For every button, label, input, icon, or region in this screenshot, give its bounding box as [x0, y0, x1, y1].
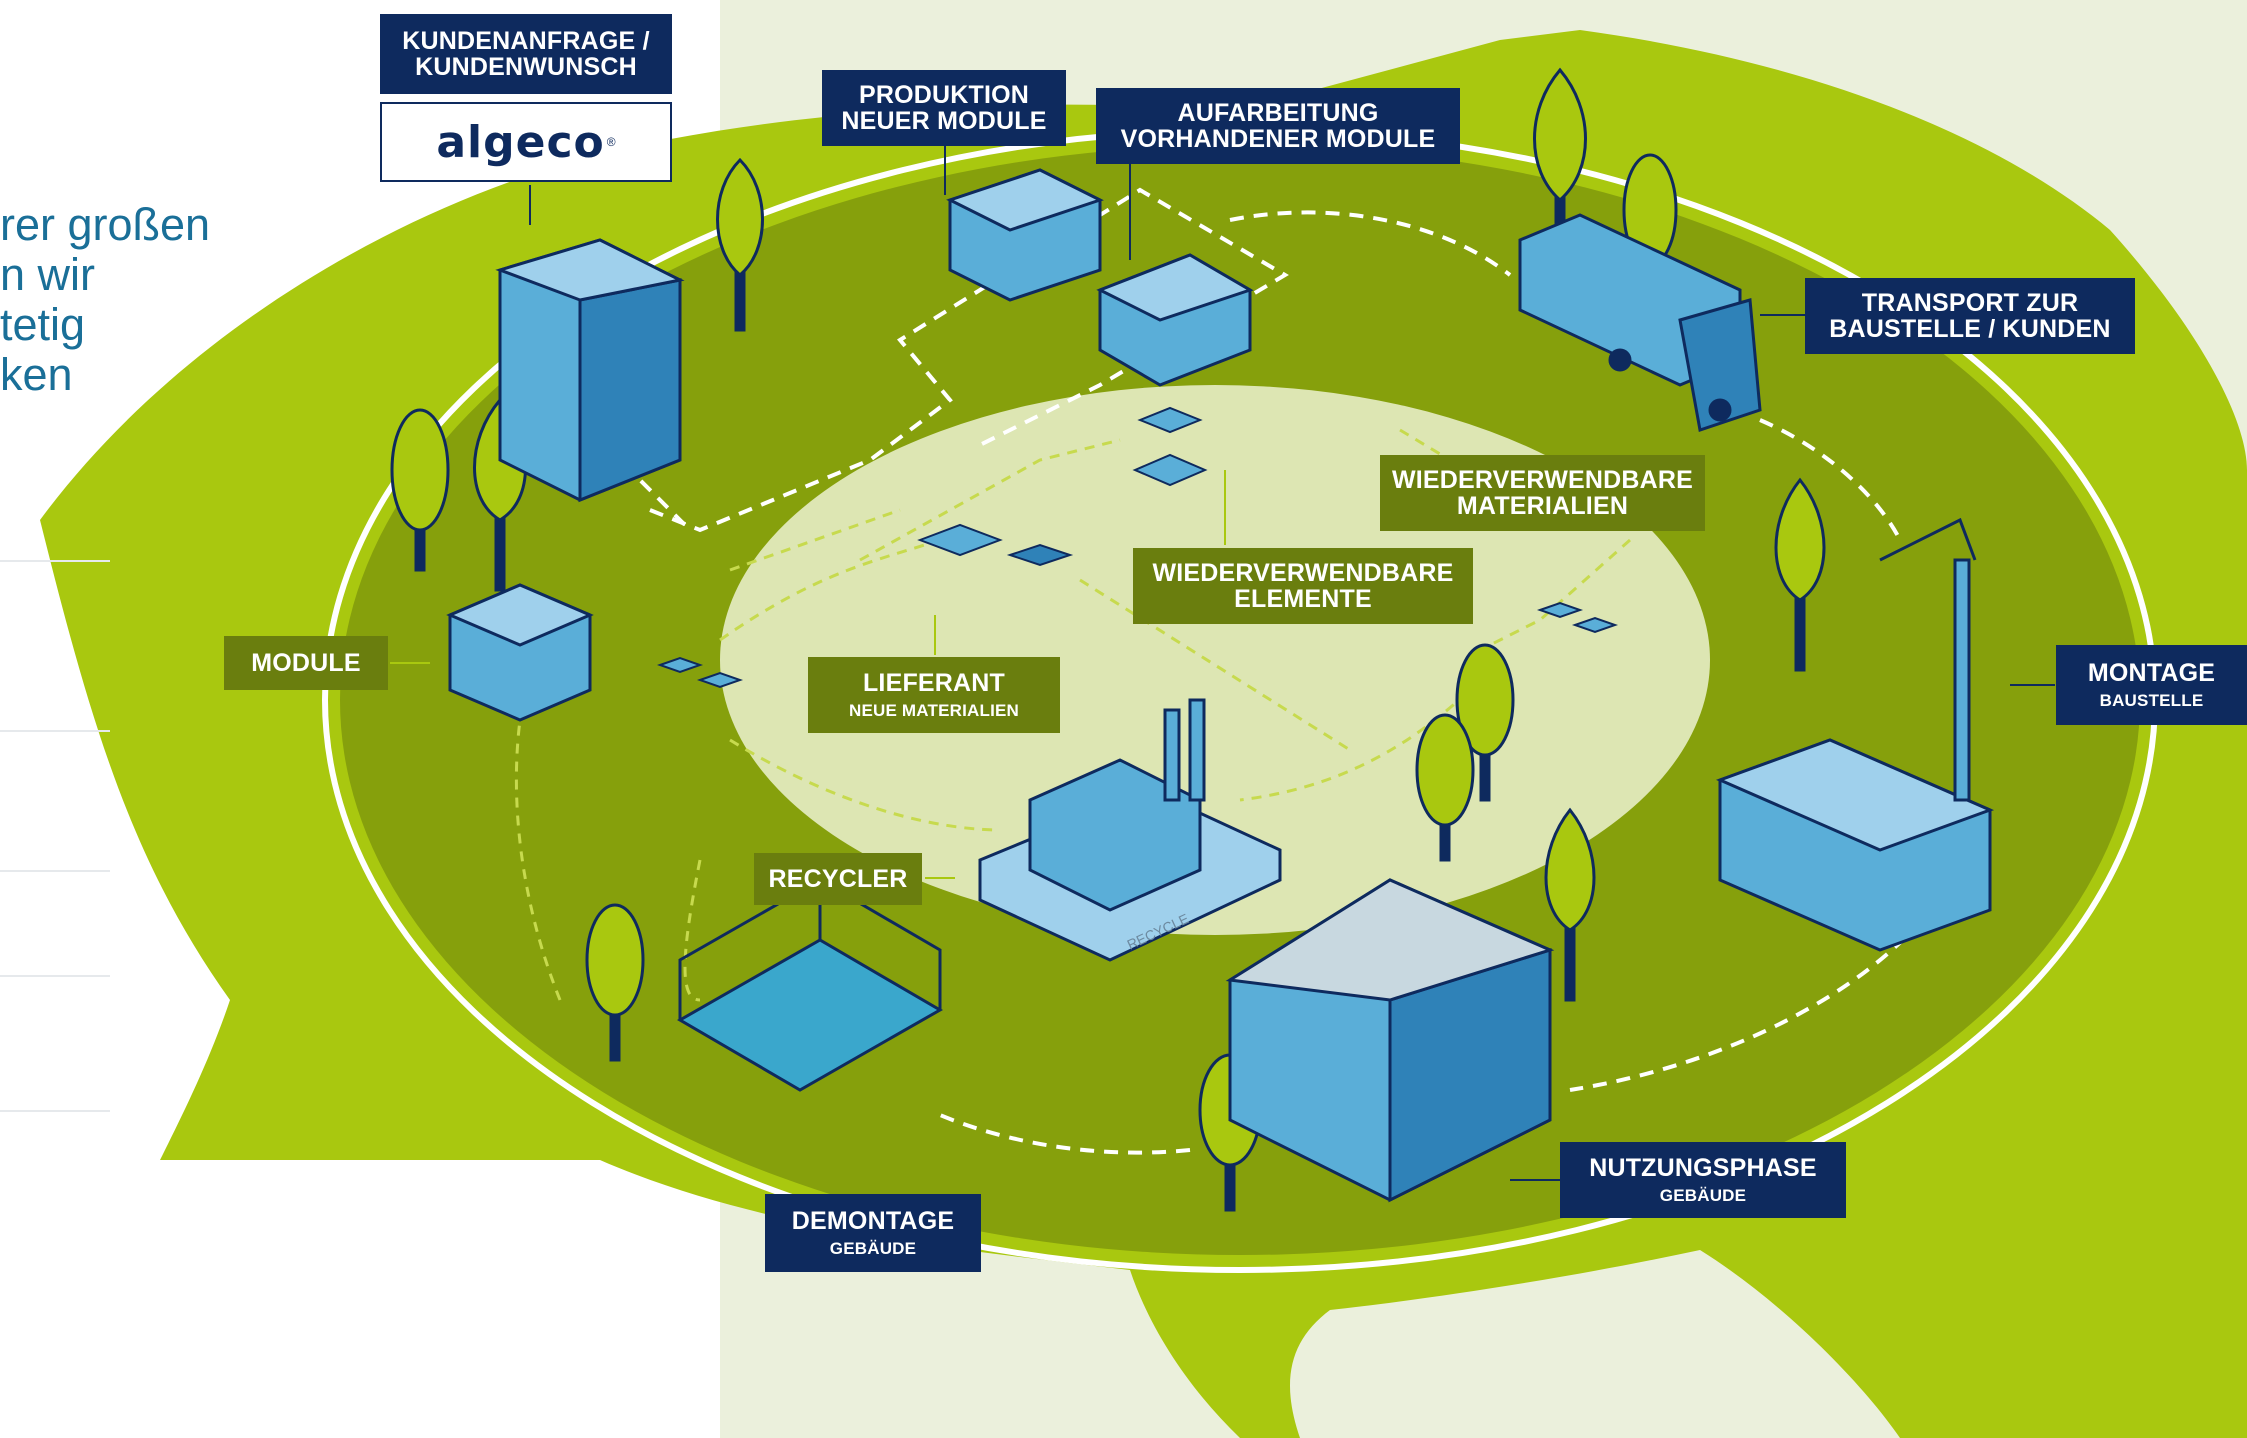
divider — [0, 870, 110, 872]
intro-line: tetig — [0, 299, 86, 350]
label-wv-materialien: WIEDERVERWENDBARE MATERIALIEN — [1380, 455, 1705, 531]
label-transport: TRANSPORT ZUR BAUSTELLE / KUNDEN — [1805, 278, 2135, 354]
label-aufarbeitung-title: AUFARBEITUNG VORHANDENER MODULE — [1120, 98, 1436, 153]
label-wv-elemente-title: WIEDERVERWENDBARE ELEMENTE — [1152, 558, 1454, 613]
label-recycler: RECYCLER — [754, 853, 922, 905]
trees — [390, 67, 1826, 1212]
label-nutzungsphase-subtitle: GEBÄUDE — [1659, 1185, 1747, 1205]
label-lieferant-subtitle: NEUE MATERIALIEN — [848, 700, 1020, 720]
label-recycler-title: RECYCLER — [768, 864, 908, 893]
label-wv-materialien-title: WIEDERVERWENDBARE MATERIALIEN — [1391, 465, 1694, 520]
material-packages — [656, 406, 1619, 689]
tree — [585, 903, 645, 1062]
label-module: MODULE — [224, 636, 388, 690]
tree — [716, 157, 764, 332]
intro-text: rer großen n wir tetig ken — [0, 200, 300, 400]
label-demontage-title: DEMONTAGE — [791, 1207, 955, 1236]
recycling-arrow-notch — [1290, 1250, 1900, 1438]
label-montage-subtitle: BAUSTELLE — [2099, 690, 2204, 710]
label-transport-title: TRANSPORT ZUR BAUSTELLE / KUNDEN — [1829, 288, 2111, 343]
module-truck — [446, 583, 594, 722]
recycling-plant — [978, 698, 1282, 962]
label-lieferant-title: LIEFERANT — [862, 669, 1006, 698]
label-nutzungsphase: NUTZUNGSPHASE GEBÄUDE — [1560, 1142, 1846, 1218]
label-montage: MONTAGE BAUSTELLE — [2056, 645, 2247, 725]
tree — [1774, 477, 1826, 672]
label-kundenanfrage-title: KUNDENANFRAGE / KUNDENWUNSCH — [402, 26, 650, 81]
intro-line: n wir — [0, 249, 96, 300]
label-demontage: DEMONTAGE GEBÄUDE — [765, 1194, 981, 1272]
divider — [0, 975, 110, 977]
intro-line: rer großen — [0, 199, 211, 250]
logo-registered-mark: ® — [606, 135, 616, 149]
label-lieferant: LIEFERANT NEUE MATERIALIEN — [808, 657, 1060, 733]
label-aufarbeitung: AUFARBEITUNG VORHANDENER MODULE — [1096, 88, 1460, 164]
new-module-container — [946, 168, 1104, 302]
label-kundenanfrage: KUNDENANFRAGE / KUNDENWUNSCH — [380, 14, 672, 94]
label-montage-title: MONTAGE — [2087, 659, 2216, 688]
refurbished-module-container — [1096, 253, 1254, 387]
construction-site — [1715, 517, 1995, 952]
logo-wordmark: algeco — [436, 116, 605, 168]
divider — [0, 560, 110, 562]
tree — [1415, 713, 1475, 862]
tree — [1455, 643, 1515, 802]
label-connectors — [529, 130, 2055, 1181]
label-nutzungsphase-title: NUTZUNGSPHASE — [1589, 1154, 1817, 1183]
label-demontage-subtitle: GEBÄUDE — [829, 1238, 917, 1258]
customer-building — [495, 238, 685, 503]
transport-truck — [1518, 213, 1762, 432]
tree — [390, 408, 450, 572]
tree — [1544, 807, 1596, 1002]
divider — [0, 730, 110, 732]
label-produktion-title: PRODUKTION NEUER MODULE — [841, 80, 1047, 135]
algeco-logo: algeco® — [380, 102, 672, 182]
divider — [0, 1110, 110, 1112]
label-produktion: PRODUKTION NEUER MODULE — [822, 70, 1066, 146]
label-module-title: MODULE — [251, 648, 361, 677]
label-wv-elemente: WIEDERVERWENDBARE ELEMENTE — [1133, 548, 1473, 624]
inner-flow-lines — [514, 428, 1631, 1002]
intro-line: ken — [0, 349, 73, 400]
office-building — [1225, 878, 1555, 1203]
